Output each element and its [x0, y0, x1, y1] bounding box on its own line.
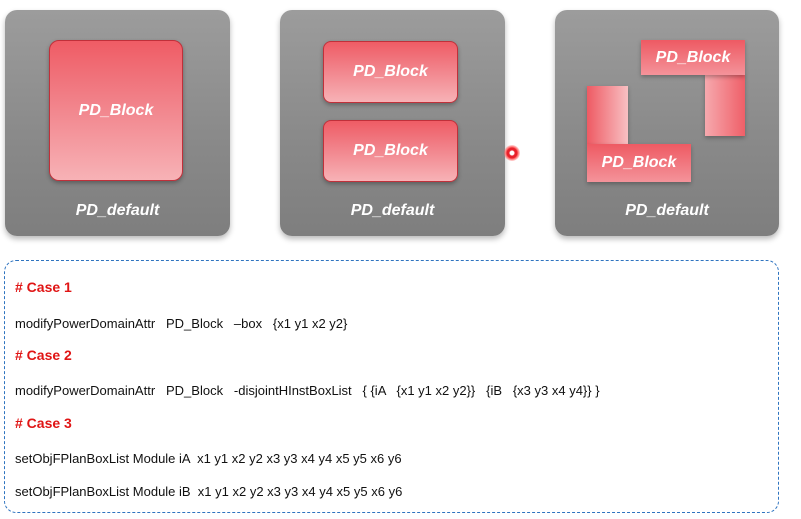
pointer-dot-icon: [504, 145, 520, 161]
pd-block-b: PD_Block: [323, 120, 458, 182]
code-box: # Case 1 modifyPowerDomainAttr PD_Block …: [4, 260, 779, 513]
case-3-command-ib: setObjFPlanBoxList Module iB x1 y1 x2 y2…: [15, 484, 403, 499]
pd-block-fragment-right: [705, 74, 745, 136]
pd-block: PD_Block: [49, 40, 183, 181]
panel-case-2: PD_Block PD_Block PD_default: [280, 10, 505, 236]
case-2-header: # Case 2: [15, 347, 72, 363]
case-1-header: # Case 1: [15, 279, 72, 295]
pd-default-label: PD_default: [75, 202, 160, 219]
pd-block-fragment-left: [587, 86, 628, 144]
pd-block-fragment-top: PD_Block: [641, 40, 745, 75]
pd-default-label: PD_default: [625, 202, 709, 219]
case-2-command: modifyPowerDomainAttr PD_Block -disjoint…: [15, 383, 600, 398]
case-1-command: modifyPowerDomainAttr PD_Block –box {x1 …: [15, 316, 348, 331]
pd-block-fragment-bottom: PD_Block: [587, 144, 691, 182]
panel-case-3: PD_Block PD_Block PD_default: [555, 10, 779, 236]
panel-case-1: PD_Block PD_default: [5, 10, 230, 236]
case-3-command-ia: setObjFPlanBoxList Module iA x1 y1 x2 y2…: [15, 451, 402, 466]
pd-block-a: PD_Block: [323, 41, 458, 103]
pd-default-label: PD_default: [350, 202, 435, 219]
case-3-header: # Case 3: [15, 415, 72, 431]
